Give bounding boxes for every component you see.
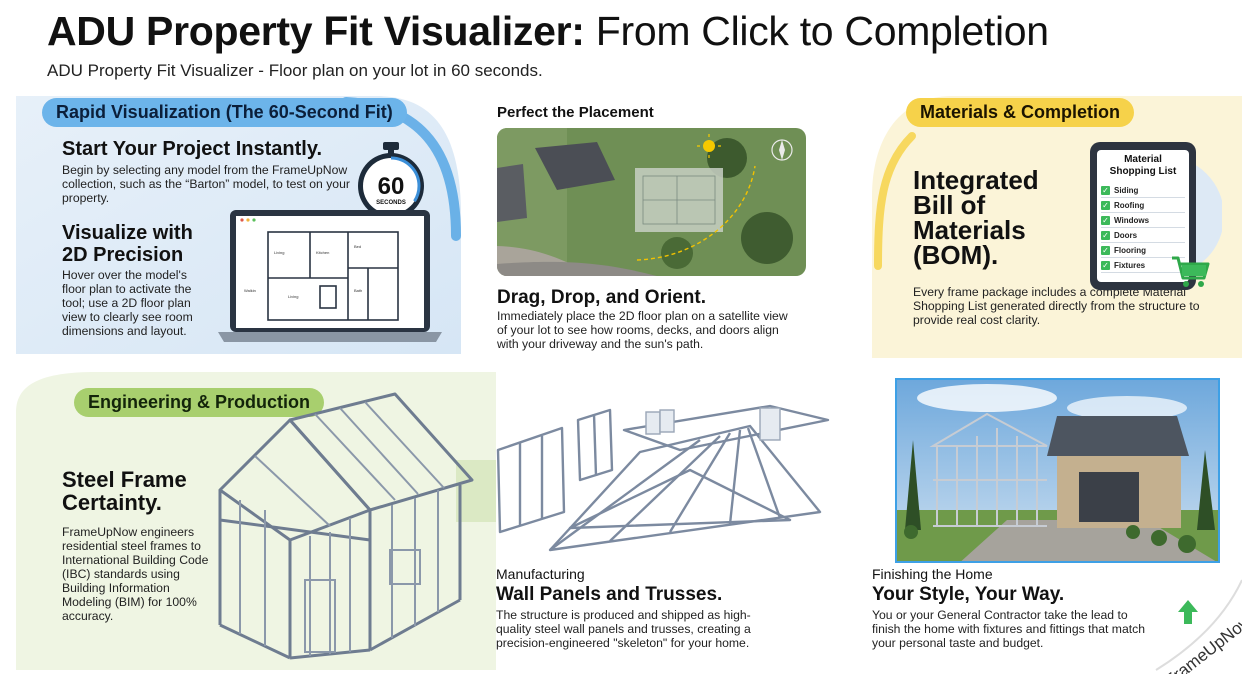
frameupnow-logo: FrameUpNow (1138, 574, 1242, 674)
finishing-body: You or your General Contractor take the … (872, 608, 1145, 650)
checkbox-checked-icon: ✓ (1101, 245, 1110, 255)
shopping-list-item-label: Flooring (1114, 245, 1146, 255)
shopping-list: ✓ Siding ✓ Roofing ✓ Windows ✓ Doors ✓ Flooring ✓ F… (1101, 183, 1185, 273)
placement-body: Immediately place the 2D floor plan on a… (497, 309, 788, 351)
shopping-list-item-label: Fixtures (1114, 260, 1146, 270)
shopping-list-item-label: Roofing (1114, 200, 1145, 210)
shopping-list-item: ✓ Siding (1101, 183, 1185, 198)
materials-heading: Integrated Bill of Materials (BOM). (913, 165, 1039, 270)
shopping-list-title: Material Shopping List (1097, 154, 1189, 178)
shopping-list-item: ✓ Flooring (1101, 243, 1185, 258)
timer-unit: SECONDS (376, 200, 406, 206)
engineering-heading-line1: Steel Frame (62, 467, 187, 492)
svg-text:Bath: Bath (354, 288, 362, 293)
up-arrow-icon (1178, 600, 1198, 624)
shopping-list-item: ✓ Doors (1101, 228, 1185, 243)
placement-heading: Drag, Drop, and Orient. (497, 287, 707, 308)
materials-heading-line4: (BOM). (913, 240, 999, 270)
engineering-heading-line2: Certainty. (62, 490, 162, 515)
shopping-list-item-label: Windows (1114, 215, 1150, 225)
shopping-list-title-line1: Material (1124, 154, 1162, 165)
engineering-pill: Engineering & Production (74, 388, 325, 417)
satellite-lot-image (497, 128, 806, 276)
rapid-heading-2: Visualize with 2D Precision (62, 222, 193, 266)
timer-number: 60 (378, 173, 405, 200)
rapid-heading-2-line2: 2D Precision (62, 244, 184, 266)
stopwatch-icon: 60 SECONDS (358, 142, 424, 219)
title-bold: ADU Property Fit Visualizer: (47, 8, 585, 54)
finishing-heading: Your Style, Your Way. (872, 584, 1065, 605)
wall-panels-trusses-image (496, 404, 830, 552)
materials-heading-line3: Materials (913, 215, 1026, 245)
materials-pill: Materials & Completion (906, 98, 1135, 127)
checkbox-checked-icon: ✓ (1101, 200, 1110, 210)
svg-text:Living: Living (274, 250, 284, 255)
materials-heading-line1: Integrated (913, 165, 1039, 195)
engineering-body: FrameUpNow engineers residential steel f… (62, 525, 209, 623)
finished-home-photo (895, 378, 1220, 563)
manufacturing-label: Manufacturing (496, 566, 585, 582)
checkbox-checked-icon: ✓ (1101, 230, 1110, 240)
rapid-pill: Rapid Visualization (The 60-Second Fit) (42, 98, 407, 127)
svg-text:Walkin: Walkin (244, 288, 256, 293)
placement-label: Perfect the Placement (497, 104, 654, 121)
manufacturing-body: The structure is produced and shipped as… (496, 608, 751, 650)
steel-frame-house-image (218, 392, 474, 660)
rapid-heading-2-line1: Visualize with (62, 222, 193, 244)
svg-text:Kitchen: Kitchen (316, 250, 329, 255)
materials-heading-line2: Bill of (913, 190, 986, 220)
rapid-body-1: Begin by selecting any model from the Fr… (62, 163, 350, 205)
checkbox-checked-icon: ✓ (1101, 260, 1110, 270)
tablet-shopping-list: Material Shopping List ✓ Siding ✓ Roofing ✓ W… (1086, 140, 1222, 292)
shopping-list-item-label: Siding (1114, 185, 1139, 195)
svg-text:Living: Living (288, 294, 298, 299)
manufacturing-heading: Wall Panels and Trusses. (496, 584, 723, 605)
checkbox-checked-icon: ✓ (1101, 215, 1110, 225)
shopping-list-item: ✓ Roofing (1101, 198, 1185, 213)
shopping-list-item: ✓ Fixtures (1101, 258, 1185, 273)
shopping-list-title-line2: Shopping List (1109, 166, 1177, 177)
rapid-heading-1: Start Your Project Instantly. (62, 138, 323, 160)
page-title: ADU Property Fit Visualizer: From Click … (47, 8, 1049, 55)
rapid-body-2: Hover over the model's floor plan to act… (62, 268, 193, 338)
tablet-frame (1090, 142, 1222, 290)
title-light: From Click to Completion (584, 8, 1049, 54)
finishing-label: Finishing the Home (872, 566, 993, 582)
shopping-cart-icon (1172, 256, 1210, 287)
shopping-list-item-label: Doors (1114, 230, 1138, 240)
engineering-heading: Steel Frame Certainty. (62, 468, 187, 514)
checkbox-checked-icon: ✓ (1101, 185, 1110, 195)
page-subtitle: ADU Property Fit Visualizer - Floor plan… (47, 61, 543, 80)
shopping-list-item: ✓ Windows (1101, 213, 1185, 228)
svg-text:Bed: Bed (354, 244, 361, 249)
